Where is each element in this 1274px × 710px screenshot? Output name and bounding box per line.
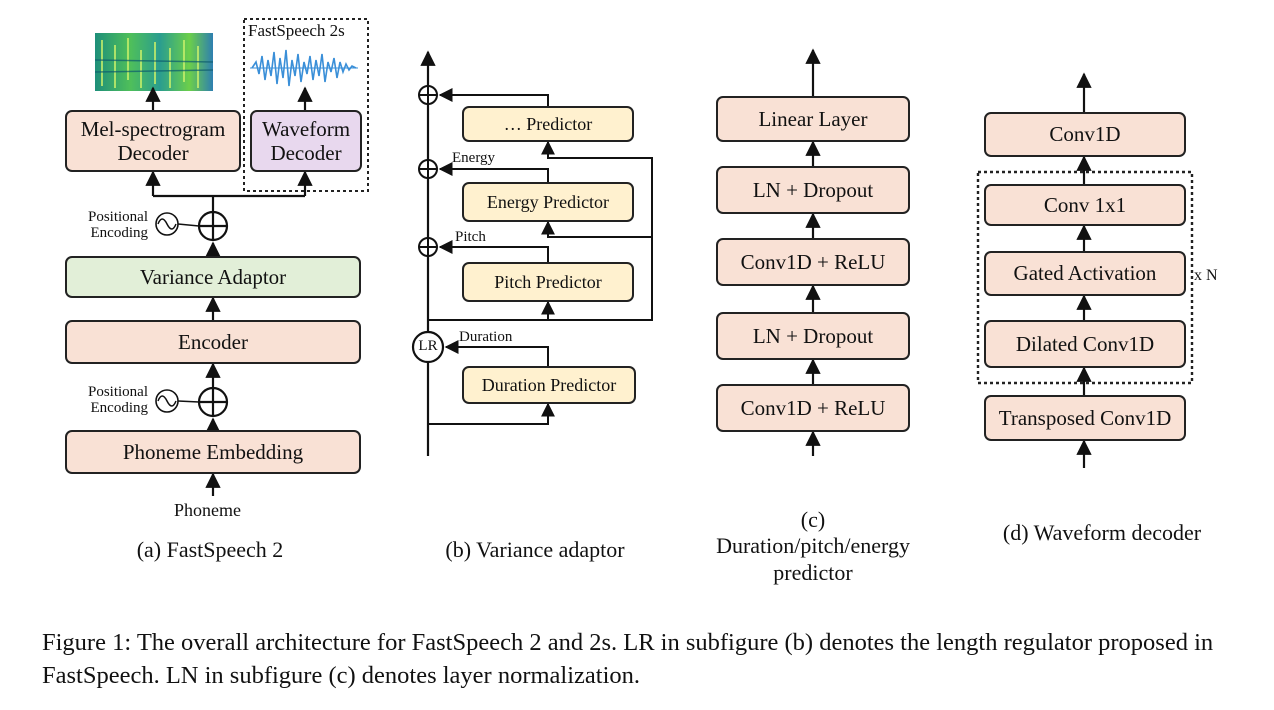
variance-adaptor-box: Variance Adaptor bbox=[65, 256, 361, 298]
duration-predictor-box: Duration Predictor bbox=[462, 366, 636, 404]
phoneme-input-label: Phoneme bbox=[174, 500, 241, 520]
caption-c-line3: predictor bbox=[773, 559, 853, 585]
caption-c: (c) Duration/pitch/energy predictor bbox=[682, 507, 944, 586]
ln-dropout-box-top: LN + Dropout bbox=[716, 166, 910, 214]
conv1d-relu-box-top: Conv1D + ReLU bbox=[716, 238, 910, 286]
caption-b: (b) Variance adaptor bbox=[445, 537, 625, 562]
caption-a: (a) FastSpeech 2 bbox=[136, 537, 284, 562]
repeat-n-label: x N bbox=[1194, 267, 1218, 284]
figure-caption: Figure 1: The overall architecture for F… bbox=[42, 629, 1214, 690]
generic-predictor-box: … Predictor bbox=[462, 106, 634, 142]
positional-encoding-label-top: Positional Encoding bbox=[87, 209, 148, 241]
mel-spectrogram-image bbox=[94, 33, 214, 91]
waveform-image bbox=[250, 49, 358, 87]
positional-encoding-label-bottom: Positional Encoding bbox=[87, 384, 148, 416]
pitch-label: Pitch bbox=[455, 229, 486, 245]
energy-predictor-box: Energy Predictor bbox=[462, 182, 634, 222]
conv1d-box: Conv1D bbox=[984, 112, 1186, 157]
pitch-predictor-box: Pitch Predictor bbox=[462, 262, 634, 302]
phoneme-embedding-box: Phoneme Embedding bbox=[65, 430, 361, 474]
conv1d-relu-box-bottom: Conv1D + ReLU bbox=[716, 384, 910, 432]
ln-dropout-box-bottom: LN + Dropout bbox=[716, 312, 910, 360]
gated-activation-box: Gated Activation bbox=[984, 251, 1186, 296]
fastspeech2s-label: FastSpeech 2s bbox=[248, 21, 345, 40]
caption-c-line1: (c) bbox=[800, 507, 826, 532]
energy-label: Energy bbox=[452, 150, 496, 166]
transposed-conv1d-box: Transposed Conv1D bbox=[984, 395, 1186, 441]
waveform-decoder: Waveform Decoder bbox=[250, 110, 362, 172]
linear-layer-box: Linear Layer bbox=[716, 96, 910, 142]
dilated-conv1d-box: Dilated Conv1D bbox=[984, 320, 1186, 368]
duration-label: Duration bbox=[459, 329, 513, 345]
length-regulator-label: LR bbox=[418, 338, 438, 354]
mel-spectrogram-decoder: Mel-spectrogram Decoder bbox=[65, 110, 241, 172]
encoder-box: Encoder bbox=[65, 320, 361, 364]
caption-d: (d) Waveform decoder bbox=[1002, 520, 1202, 545]
caption-c-line2: Duration/pitch/energy bbox=[716, 533, 910, 559]
conv-1x1-box: Conv 1x1 bbox=[984, 184, 1186, 226]
